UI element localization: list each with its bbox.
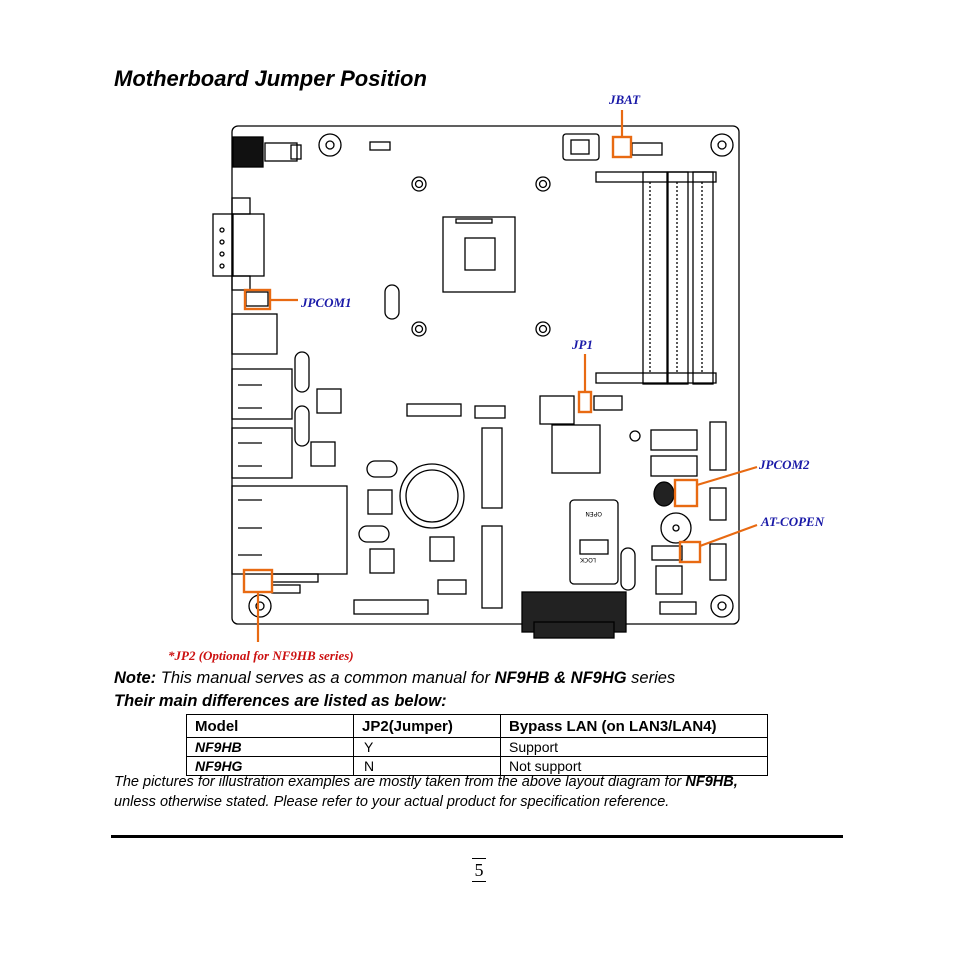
cell-model: NF9HG	[186, 756, 354, 776]
highlight-jpcom2	[673, 478, 699, 508]
label-at-copen: AT-COPEN	[760, 514, 825, 529]
highlight-jp2	[242, 568, 274, 594]
table-header-row: Model JP2(Jumper) Bypass LAN (on LAN3/LA…	[186, 714, 768, 738]
page-number: 5	[472, 858, 486, 882]
cell-bypass-lan: Support	[500, 737, 768, 757]
label-jpcom2: JPCOM2	[758, 457, 810, 472]
board-text-lock: LOCK	[579, 556, 596, 563]
footnote-model: NF9HB,	[685, 774, 738, 790]
cell-jp2: Y	[353, 737, 501, 757]
header-model: Model	[186, 714, 354, 738]
label-jpcom1: JPCOM1	[300, 295, 352, 310]
note-prefix: Note:	[114, 669, 157, 687]
table-row: NF9HB Y Support	[186, 737, 768, 757]
table-row: NF9HG N Not support	[186, 756, 768, 776]
pointer-jpcom2	[696, 465, 758, 487]
label-jp2: *JP2 (Optional for NF9HB series)	[168, 648, 354, 663]
differences-heading: Their main differences are listed as bel…	[114, 692, 447, 710]
highlight-jbat	[611, 135, 633, 159]
cell-model: NF9HB	[186, 737, 354, 757]
footnote-line-2: unless otherwise stated. Please refer to…	[114, 794, 670, 810]
footer-rule	[111, 835, 843, 838]
note-line: Note: This manual serves as a common man…	[114, 669, 675, 688]
cmos-battery	[399, 463, 465, 529]
model-difference-table: Model JP2(Jumper) Bypass LAN (on LAN3/LA…	[186, 714, 768, 776]
label-jp1: JP1	[571, 337, 593, 352]
board-outline	[231, 125, 740, 625]
label-jbat: JBAT	[608, 92, 641, 107]
dc-jack	[232, 136, 264, 168]
page-title: Motherboard Jumper Position	[114, 66, 427, 91]
footnote-line-1: The pictures for illustration examples a…	[114, 774, 738, 790]
highlight-jp1	[577, 390, 593, 414]
note-models: NF9HB & NF9HG	[494, 669, 627, 687]
footnote-text: The pictures for illustration examples a…	[114, 774, 686, 790]
cpu-chip	[442, 216, 516, 293]
sodimm-slot	[595, 171, 717, 385]
com-port	[231, 213, 265, 277]
board-text-open: OPEN	[585, 510, 602, 517]
cell-jp2: N	[353, 756, 501, 776]
header-bypass-lan: Bypass LAN (on LAN3/LAN4)	[500, 714, 768, 738]
note-suffix: series	[626, 669, 676, 687]
mounting-holes	[248, 133, 734, 618]
pointer-at-copen	[699, 523, 758, 548]
header-jp2: JP2(Jumper)	[353, 714, 501, 738]
highlight-at-copen	[678, 540, 702, 564]
cell-bypass-lan: Not support	[500, 756, 768, 776]
note-text: This manual serves as a common manual fo…	[156, 669, 495, 687]
super-io	[551, 424, 601, 474]
